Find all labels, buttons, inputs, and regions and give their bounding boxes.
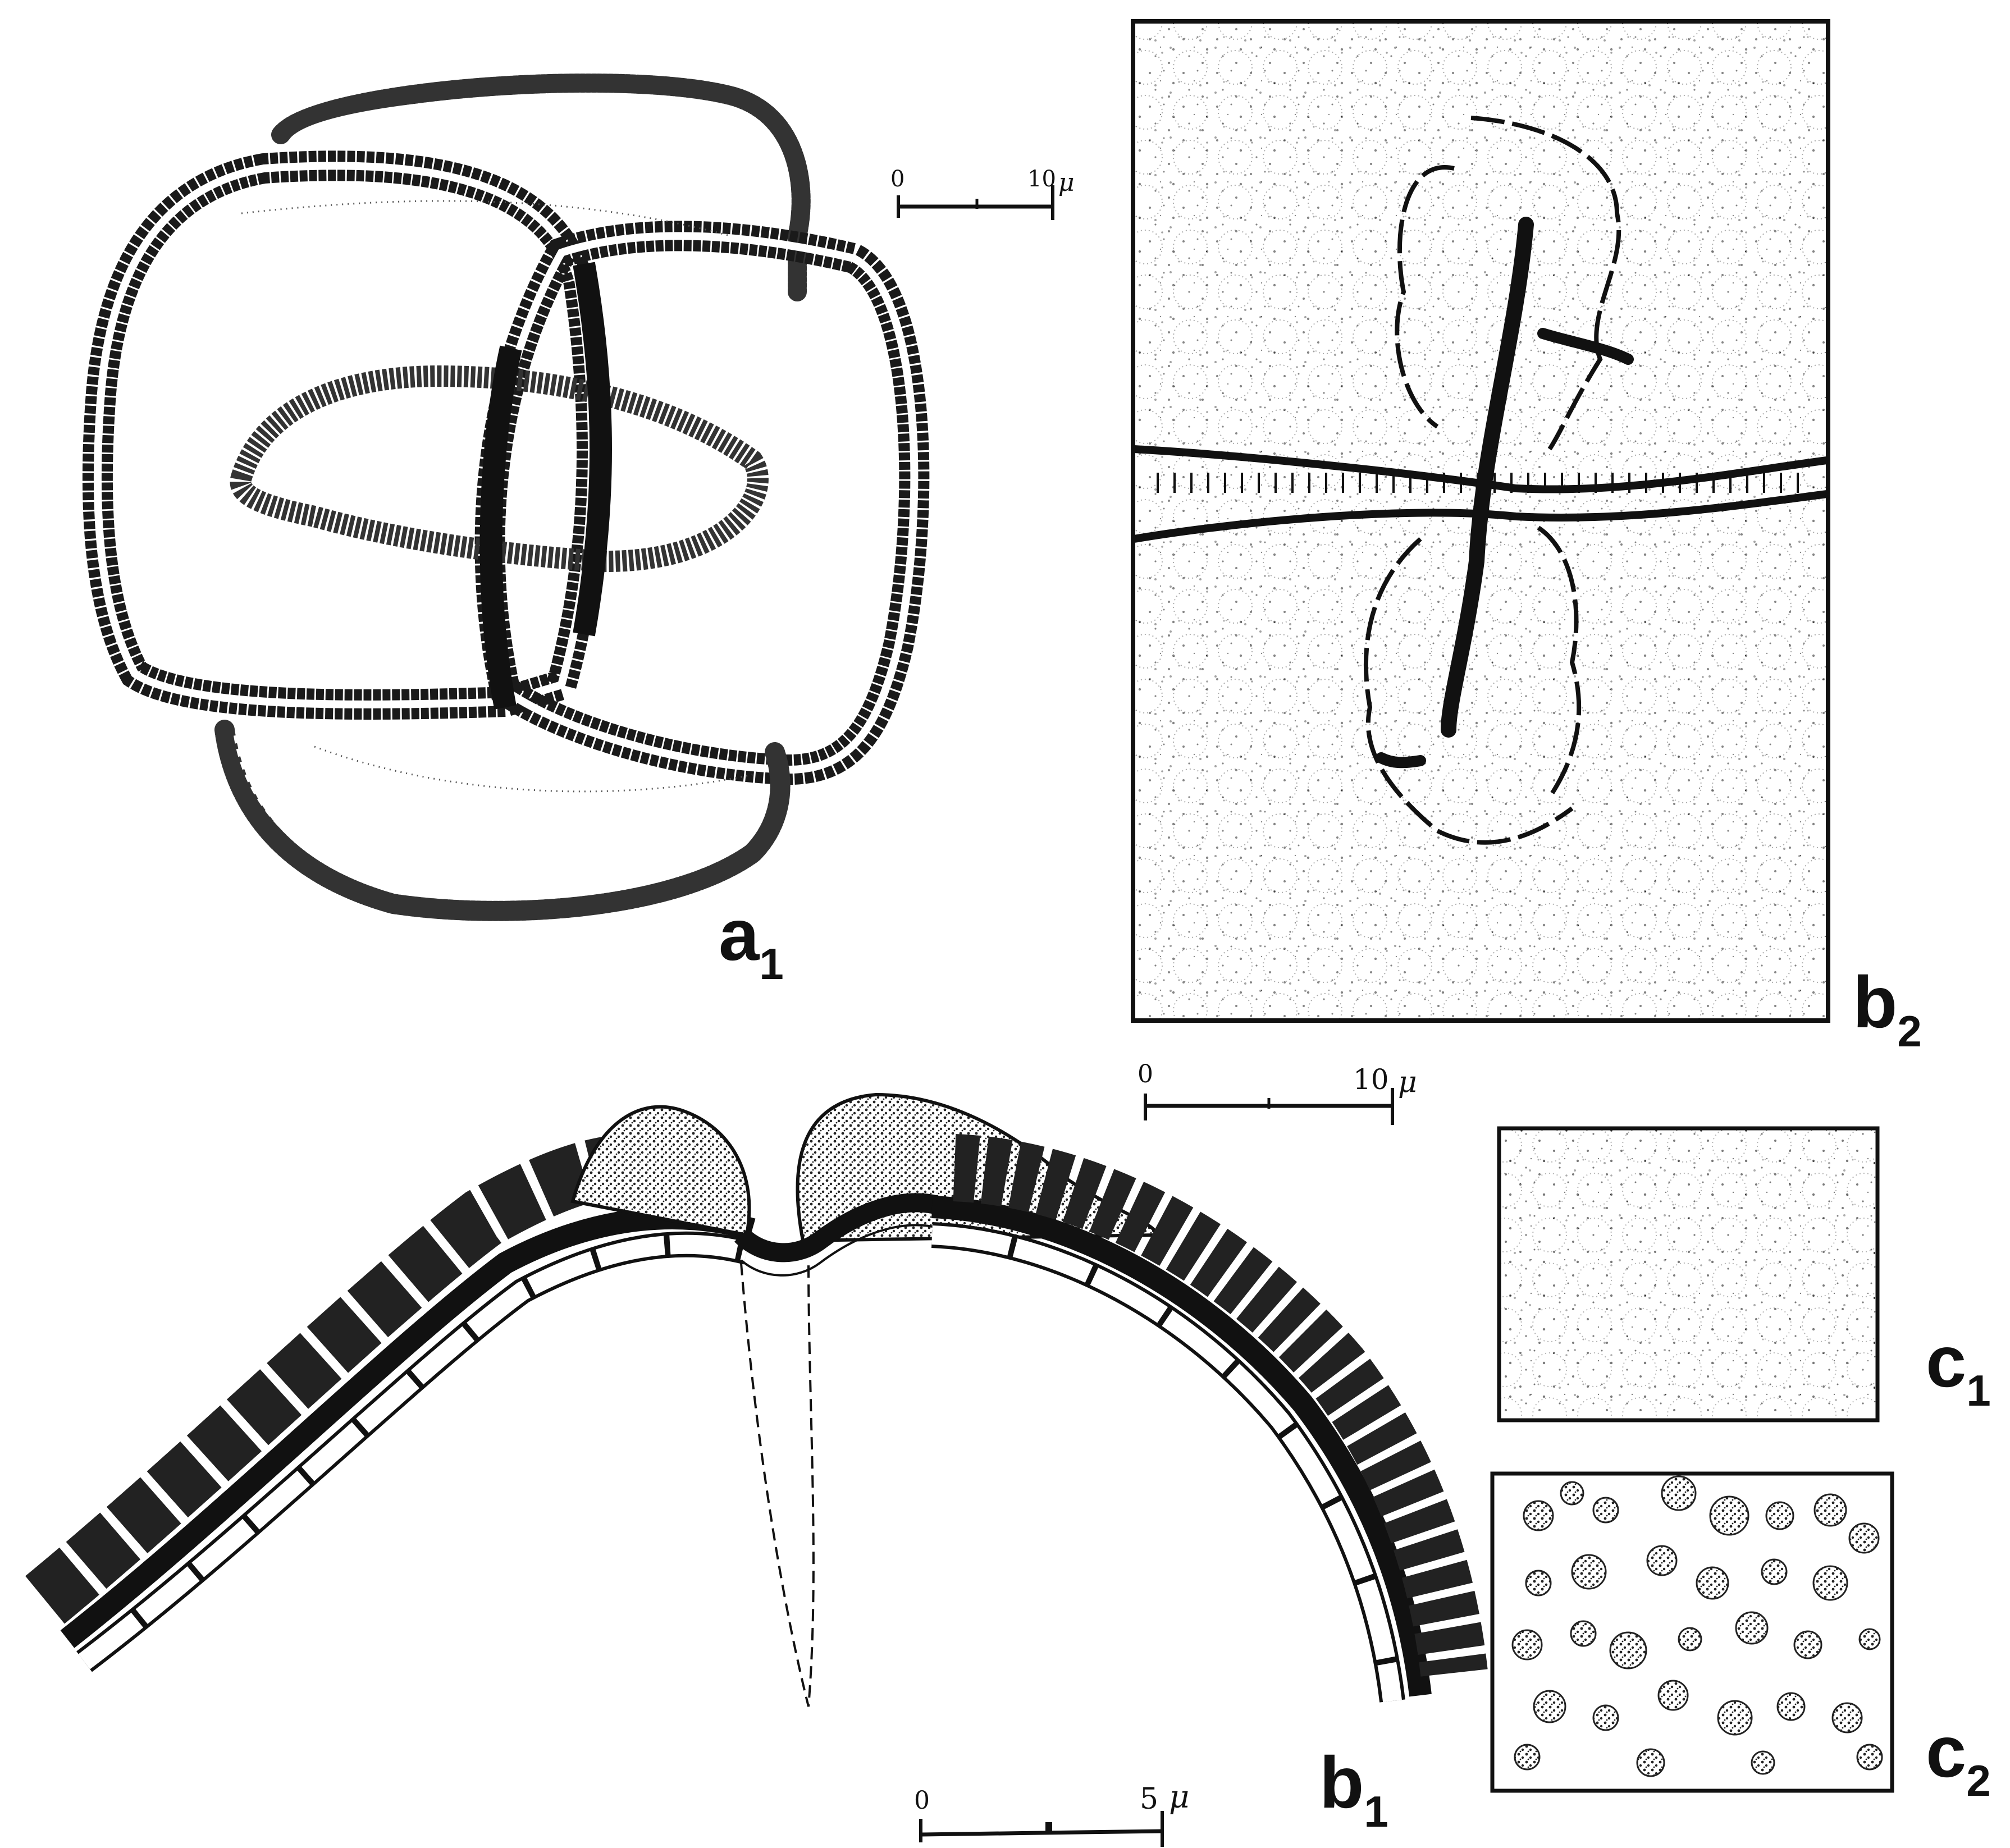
epithelium-right-band (932, 1207, 1420, 1695)
svg-text:0: 0 (1138, 1060, 1153, 1088)
panel-c2-drawing (1492, 1474, 1892, 1791)
scale-bar-b1: 0 5 μ (914, 1779, 1189, 1847)
panel-a1-drawing (98, 83, 914, 911)
scale-bar-a1: 0 10 μ (890, 166, 1075, 220)
svg-text:10: 10 (1353, 1063, 1389, 1096)
epithelium-left-band (67, 1218, 752, 1639)
scale-bar-b2: 0 10 μ (1138, 1060, 1417, 1125)
svg-text:5: 5 (1140, 1782, 1158, 1816)
svg-text:0: 0 (890, 166, 904, 192)
panel-c1-label: c1 (1926, 1320, 1991, 1415)
dashed-canal (741, 1263, 814, 1707)
ring-left (98, 166, 592, 705)
svg-text:10: 10 (1027, 166, 1056, 192)
panel-b1-label: b1 (1319, 1741, 1388, 1836)
panel-b2-label: b2 (1853, 961, 1922, 1056)
panel-b2-drawing (1133, 21, 1828, 1021)
svg-text:μ: μ (1398, 1065, 1417, 1099)
panel-c2-label: c2 (1926, 1710, 1991, 1805)
svg-text:μ: μ (1058, 168, 1075, 197)
panel-c1-drawing (1499, 1128, 1877, 1420)
svg-text:μ: μ (1169, 1779, 1189, 1815)
panel-b1-drawing (45, 1095, 1454, 1707)
panel-a1-label: a1 (719, 894, 784, 989)
svg-text:0: 0 (914, 1786, 930, 1815)
